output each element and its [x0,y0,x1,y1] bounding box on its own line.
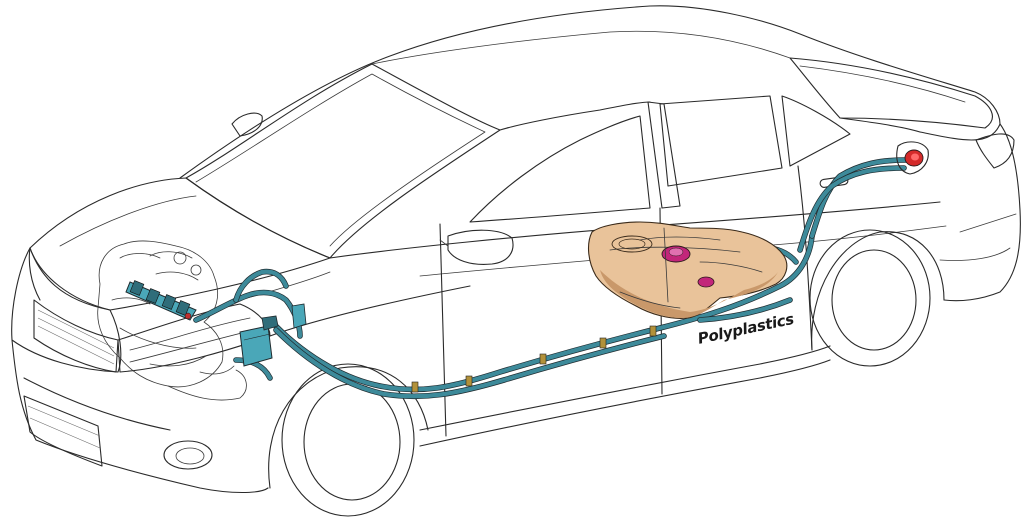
charcoal-canister [239,303,307,367]
front-wheel [281,363,415,517]
fuel-filler-cap-icon [896,141,929,175]
fuel-tank-icon [587,221,788,319]
fuel-injector-rail [125,280,197,321]
engine-icon [97,240,247,401]
fuel-lines [193,157,909,400]
line-clips [411,325,657,393]
car-body [11,5,1021,517]
rear-wheel [809,229,931,367]
